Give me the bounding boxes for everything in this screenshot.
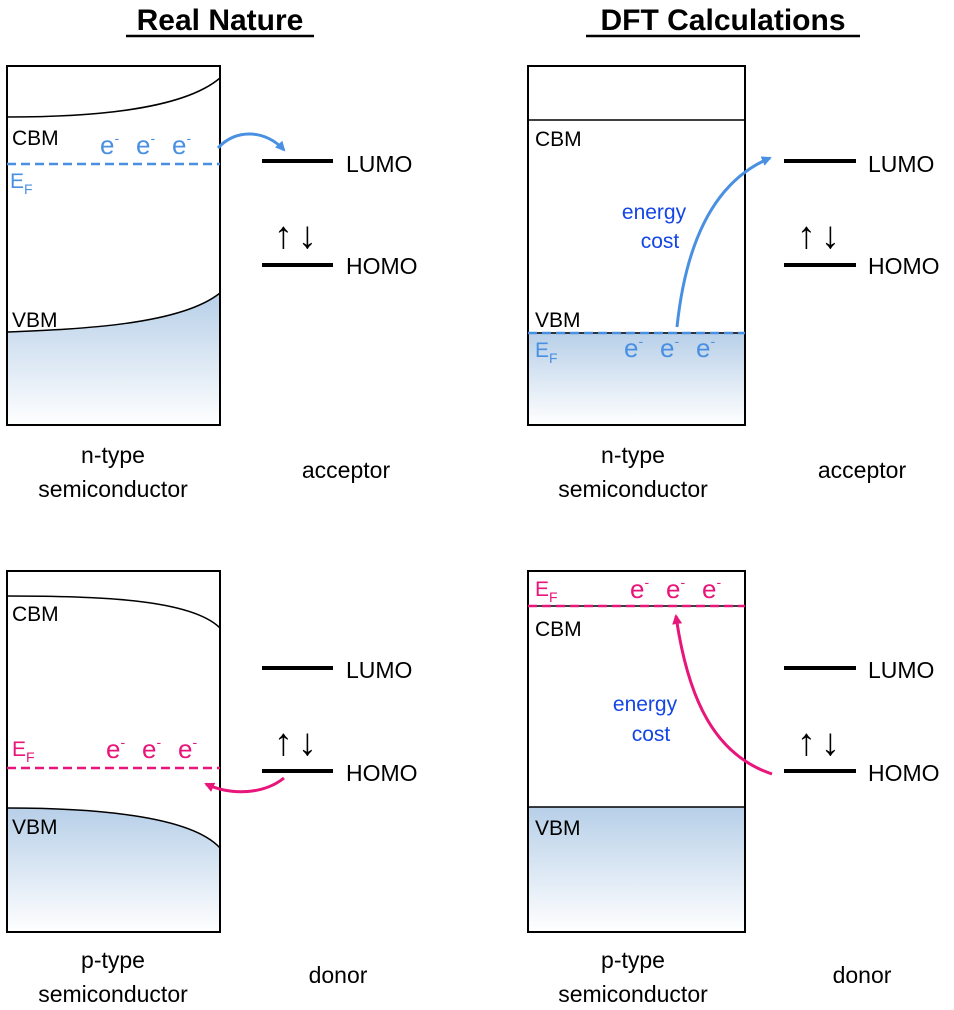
spin-down-icon: ↓ (821, 722, 840, 764)
lumo-label: LUMO (346, 657, 412, 683)
fermi-level-label: EF (10, 170, 33, 197)
fermi-level-label: EF (535, 339, 558, 366)
energy-cost-label: energy (622, 201, 687, 224)
vbm-label: VBM (535, 817, 581, 840)
panel-real-p-type: CBM VBM EF e- e- e- p-type semiconductor (6, 570, 285, 1007)
caption-n-type: n-type (81, 442, 145, 468)
energy-cost-label-2: cost (632, 723, 671, 746)
svg-text:e-: e- (100, 130, 119, 160)
caption-p-type: p-type (81, 947, 145, 973)
lumo-label: LUMO (346, 151, 412, 177)
caption-acceptor: acceptor (818, 457, 907, 483)
lumo-label: LUMO (868, 657, 934, 683)
caption-p-type: p-type (601, 947, 665, 973)
cbm-band-edge (6, 595, 221, 629)
svg-text:e-: e- (702, 574, 721, 604)
molecule-acceptor-right: LUMO HOMO ↑ ↓ acceptor (784, 151, 940, 483)
panel-real-n-type: CBM EF e- e- e- VBM n-type semiconductor (6, 65, 286, 502)
cbm-label: CBM (12, 127, 59, 150)
fermi-level-label: EF (12, 738, 35, 765)
vbm-band-edge (6, 807, 221, 849)
energy-cost-arrow (675, 156, 772, 328)
electrons: e- e- e- (624, 333, 715, 363)
electrons: e- e- e- (106, 734, 197, 764)
caption-semiconductor: semiconductor (558, 981, 708, 1007)
spin-down-icon: ↓ (298, 722, 317, 764)
cbm-label: CBM (535, 618, 582, 641)
svg-text:e-: e- (142, 734, 161, 764)
valence-band-fill (7, 808, 220, 932)
caption-n-type: n-type (601, 442, 665, 468)
energy-cost-label-2: cost (641, 230, 680, 253)
caption-semiconductor: semiconductor (558, 476, 708, 502)
panel-dft-n-type: CBM VBM EF e- e- e- energy cost n-type s… (527, 65, 772, 502)
vbm-band-edge (6, 292, 221, 333)
electron-transfer-arrow (216, 132, 286, 152)
title-real-nature: Real Nature (137, 4, 304, 37)
valence-band-fill (528, 807, 745, 932)
cbm-label: CBM (535, 128, 582, 151)
electrons: e- e- e- (630, 574, 721, 604)
svg-text:e-: e- (696, 333, 715, 363)
caption-semiconductor: semiconductor (38, 476, 188, 502)
caption-donor: donor (309, 962, 368, 988)
valence-band-fill (528, 332, 745, 425)
electrons: e- e- e- (100, 130, 191, 160)
svg-text:e-: e- (624, 333, 643, 363)
electron-transfer-arrow (204, 776, 285, 794)
semiconductor-box (6, 570, 221, 933)
cbm-label: CBM (12, 603, 59, 626)
energy-cost-arrow (672, 614, 773, 776)
molecule-donor-right: LUMO HOMO ↑ ↓ donor (784, 657, 940, 988)
vbm-label: VBM (12, 309, 58, 332)
vbm-label: VBM (12, 816, 58, 839)
molecule-donor-left: LUMO HOMO ↑ ↓ donor (262, 657, 418, 988)
svg-text:e-: e- (660, 333, 679, 363)
caption-acceptor: acceptor (302, 457, 391, 483)
svg-text:e-: e- (178, 734, 197, 764)
cbm-band-edge (6, 77, 221, 118)
spin-up-icon: ↑ (274, 722, 293, 764)
lumo-label: LUMO (868, 151, 934, 177)
homo-label: HOMO (346, 253, 418, 279)
energy-cost-label: energy (613, 693, 678, 716)
homo-label: HOMO (346, 760, 418, 786)
spin-up-icon: ↑ (274, 215, 293, 257)
semiconductor-box (6, 65, 221, 426)
spin-up-icon: ↑ (797, 215, 816, 257)
valence-band-fill (7, 293, 220, 425)
svg-text:e-: e- (172, 130, 191, 160)
molecule-acceptor-left: LUMO HOMO ↑ ↓ acceptor (262, 151, 418, 483)
svg-text:e-: e- (136, 130, 155, 160)
svg-text:e-: e- (630, 574, 649, 604)
semiconductor-box (527, 65, 746, 426)
homo-label: HOMO (868, 253, 940, 279)
panel-dft-p-type: EF e- e- e- CBM VBM energy cost p-type s… (527, 570, 773, 1007)
fermi-level-label: EF (535, 578, 558, 605)
title-dft-calculations: DFT Calculations (600, 4, 845, 37)
spin-down-icon: ↓ (298, 215, 317, 257)
spin-down-icon: ↓ (821, 215, 840, 257)
vbm-label: VBM (535, 309, 581, 332)
svg-text:e-: e- (666, 574, 685, 604)
homo-label: HOMO (868, 760, 940, 786)
spin-up-icon: ↑ (797, 722, 816, 764)
caption-donor: donor (833, 962, 892, 988)
svg-text:e-: e- (106, 734, 125, 764)
semiconductor-box (527, 570, 746, 933)
caption-semiconductor: semiconductor (38, 981, 188, 1007)
